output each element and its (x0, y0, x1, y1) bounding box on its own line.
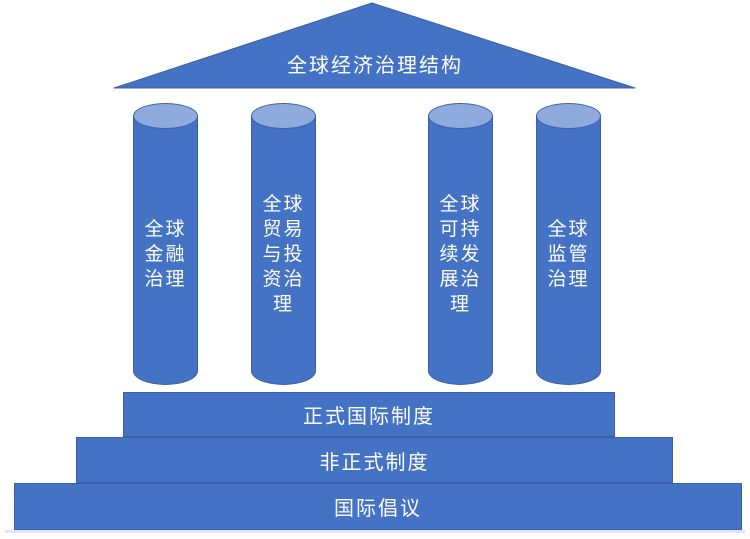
pillar-cap-ellipse (251, 103, 316, 129)
pillar-global-trade-investment-governance: 全球 贸易 与投 资治 理 (251, 103, 316, 385)
step-international-initiatives: 国际倡议 (14, 483, 742, 530)
pillar-body (536, 116, 601, 385)
pillar-label: 全球 可持 续发 展治 理 (439, 193, 482, 315)
pillar-label: 全球 贸易 与投 资治 理 (262, 193, 305, 315)
roof-triangle (113, 2, 636, 89)
pillar-cap-ellipse (133, 103, 198, 129)
pillar-body (428, 116, 493, 385)
pillar-label: 全球 金融 治理 (144, 218, 187, 290)
pillar-label: 全球 监管 治理 (547, 218, 590, 290)
roof-triangle-shape (113, 2, 636, 89)
step-formal-international-institutions: 正式国际制度 (123, 392, 615, 437)
pillar-global-financial-governance: 全球 金融 治理 (133, 103, 198, 385)
pillar-cap-ellipse (536, 103, 601, 129)
roof-title: 全球经济治理结构 (287, 55, 463, 77)
pillar-global-regulatory-governance: 全球 监管 治理 (536, 103, 601, 385)
base-shadow-line (5, 530, 745, 533)
pillar-body (133, 116, 198, 385)
step-informal-institutions: 非正式制度 (76, 437, 673, 483)
pillar-cap-ellipse (428, 103, 493, 129)
pillar-body (251, 116, 316, 385)
pillar-global-sustainable-development-governance: 全球 可持 续发 展治 理 (428, 103, 493, 385)
